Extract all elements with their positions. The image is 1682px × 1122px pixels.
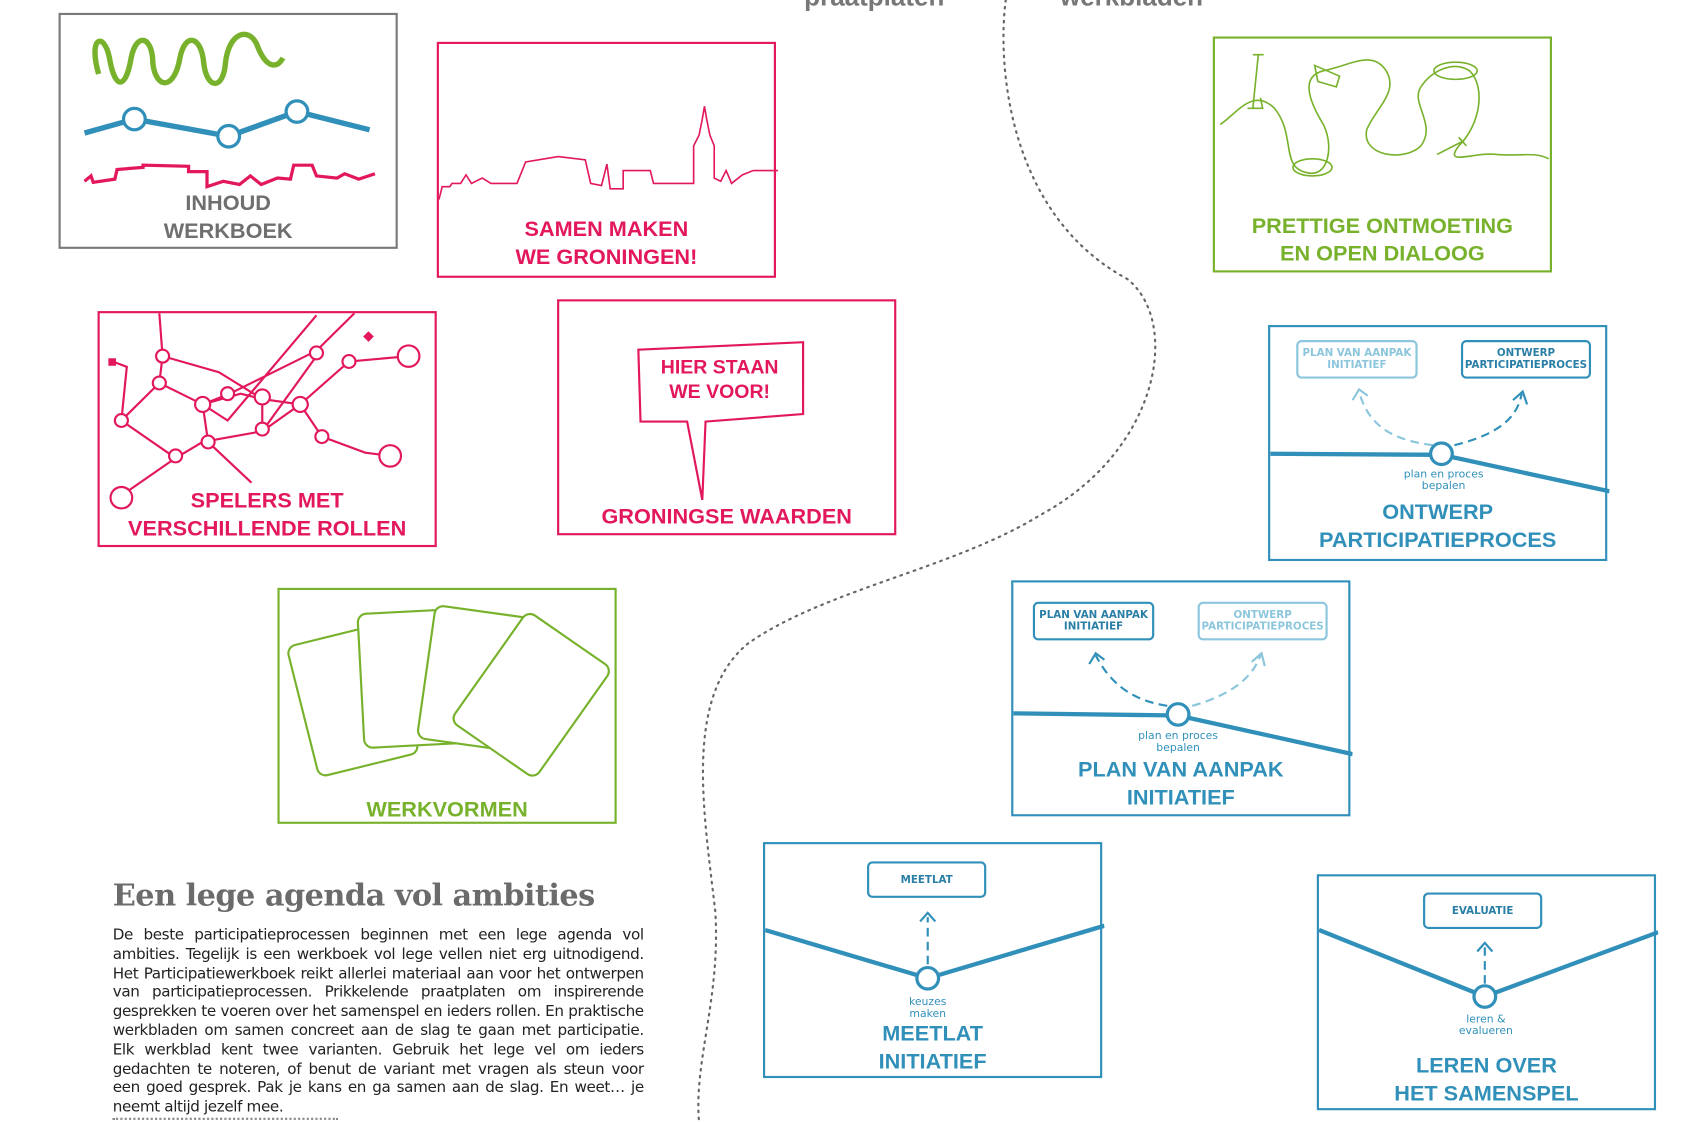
card-leren-over-het-samenspel[interactable]: EVALUATIE leren &evalueren LEREN OVER HET…	[1316, 874, 1659, 1111]
caption-line: bepalen	[1421, 480, 1466, 493]
caption-line: evalueren	[1458, 1025, 1513, 1038]
bubble-text-line: WE VOOR!	[669, 380, 771, 403]
card-title-line: EN OPEN DIALOOG	[1280, 242, 1485, 267]
pill-label: MEETLAT	[900, 873, 953, 886]
cards-illustration	[287, 605, 610, 777]
card-title-line: INITIATIEF	[1126, 786, 1235, 810]
card-title-line: WERKVORMEN	[366, 798, 528, 822]
caption-line: leren &	[1466, 1013, 1506, 1026]
caption-line: bepalen	[1156, 742, 1200, 755]
card-title-line: VERSCHILLENDE ROLLEN	[128, 517, 407, 541]
card-title-line: WE GRONINGEN!	[515, 245, 698, 270]
timeline-illustration	[765, 911, 1105, 991]
article-title: Een lege agenda vol ambities	[112, 877, 595, 913]
card-title-line: PRETTIGE ONTMOETING	[1251, 214, 1514, 239]
card-title-line: GRONINGSE WAARDEN	[601, 505, 852, 529]
card-title-line: SAMEN MAKEN	[524, 217, 689, 242]
card-samen-maken[interactable]: SAMEN MAKEN WE GRONINGEN!	[436, 41, 779, 278]
footer-rule	[112, 1117, 339, 1120]
pill-line: PLAN VAN AANPAK	[1039, 609, 1148, 622]
card-title-line: HET SAMENSPEL	[1394, 1082, 1579, 1106]
card-title-line: INITIATIEF	[878, 1050, 987, 1074]
caption-line: plan en proces	[1138, 730, 1219, 743]
skyline-illustration	[438, 106, 779, 200]
pill-line: ONTWERP	[1496, 347, 1556, 360]
card-title-line: PLAN VAN AANPAK	[1078, 758, 1284, 782]
pill-line: ONTWERP	[1233, 609, 1292, 622]
card-werkvormen[interactable]: WERKVORMEN	[277, 587, 617, 824]
lines-illustration	[83, 31, 376, 189]
pill-line: PARTICIPATIEPROCES	[1464, 359, 1588, 372]
path-illustration	[1219, 53, 1550, 177]
article-body: De beste participatieprocessen beginnen …	[112, 926, 644, 1116]
caption-line: plan en proces	[1403, 468, 1484, 481]
card-title-line: MEETLAT	[882, 1022, 983, 1046]
timeline-illustration	[1270, 387, 1610, 494]
bubble-text-line: HIER STAAN	[660, 356, 779, 378]
card-title-line: PARTICIPATIEPROCES	[1319, 528, 1557, 553]
pill-line: PARTICIPATIEPROCES	[1201, 621, 1324, 633]
card-title-line: LEREN OVER	[1415, 1054, 1557, 1079]
card-title-line: ONTWERP	[1382, 500, 1494, 525]
pill-line: PLAN VAN AANPAK	[1302, 347, 1412, 360]
speech-bubble-icon	[637, 341, 805, 501]
caption-line: keuzes	[909, 996, 947, 1009]
card-title-line: SPELERS MET	[190, 489, 344, 513]
network-illustration	[108, 313, 421, 510]
card-title-line: WERKBOEK	[163, 219, 293, 244]
card-prettige-ontmoeting[interactable]: PRETTIGE ONTMOETING EN OPEN DIALOOG	[1212, 36, 1553, 273]
card-spelers[interactable]: SPELERS MET VERSCHILLENDE ROLLEN	[97, 311, 437, 548]
pill-line: INITIATIEF	[1327, 359, 1387, 372]
section-heading-werkbladen: werkbladen	[1060, 0, 1203, 13]
pill-line: INITIATIEF	[1063, 621, 1124, 633]
pill-label: EVALUATIE	[1451, 904, 1514, 917]
card-title-line: INHOUD	[185, 192, 271, 216]
section-heading-praatplaten: praatplaten	[804, 0, 944, 13]
timeline-illustration	[1318, 928, 1659, 1009]
timeline-illustration	[1013, 651, 1353, 757]
caption-line: maken	[909, 1008, 947, 1021]
card-inhoud-werkboek[interactable]: INHOUD WERKBOEK	[58, 12, 398, 249]
